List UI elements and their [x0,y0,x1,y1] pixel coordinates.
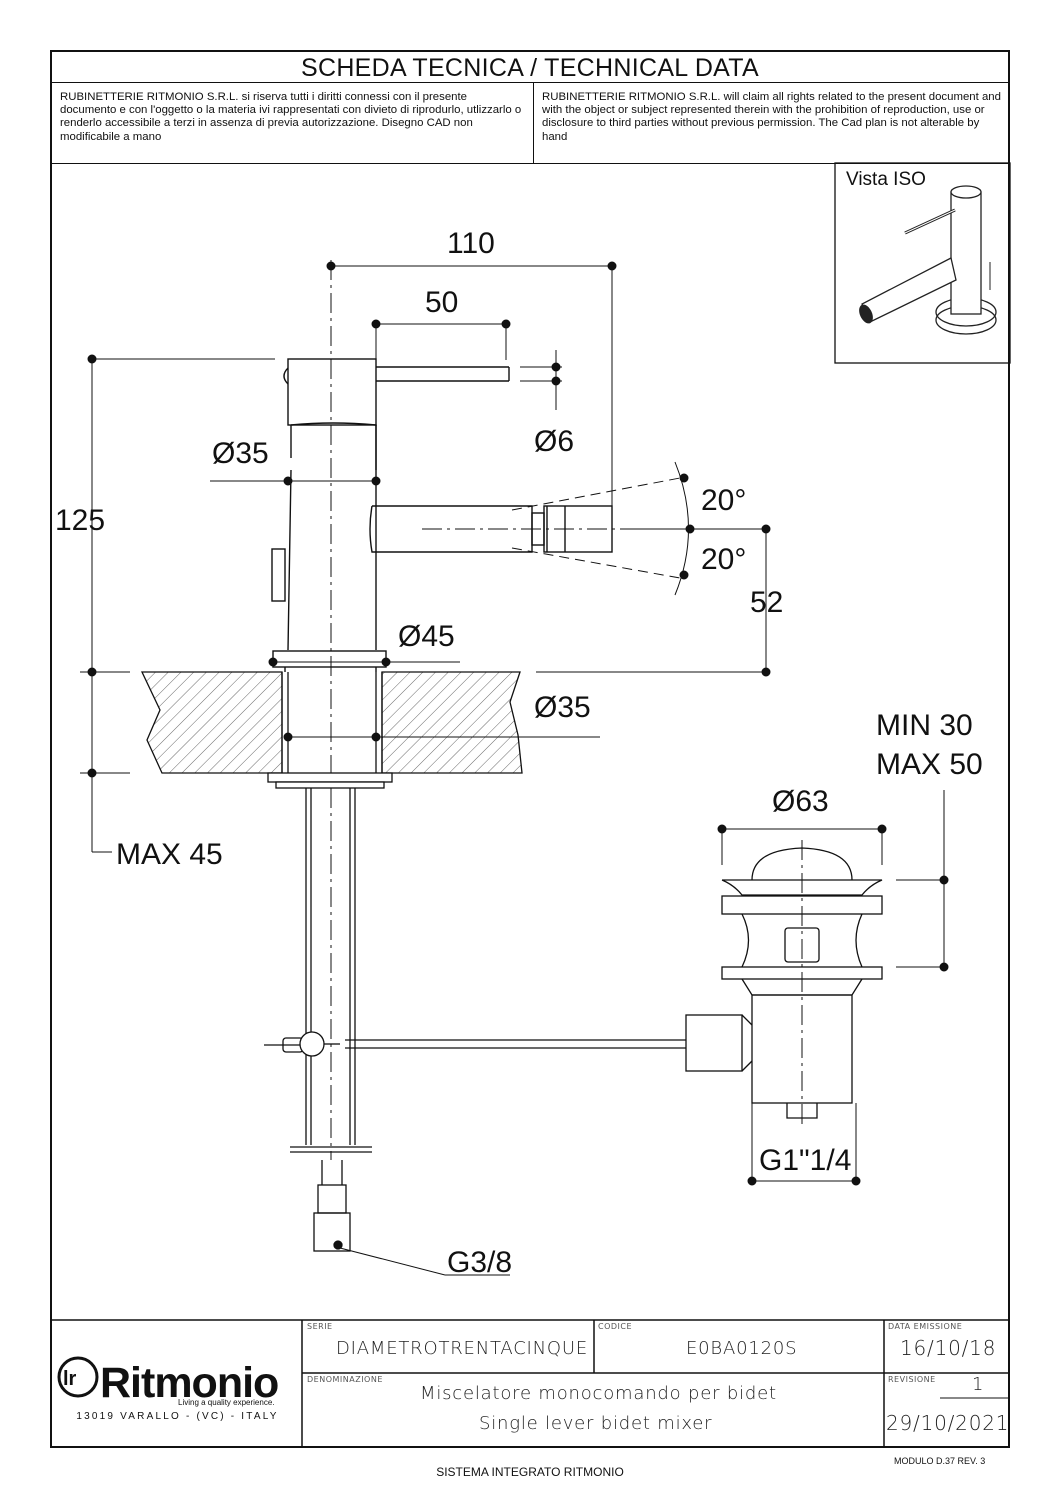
dim-angle-bottom: 20° [701,543,746,576]
revisione-value: 1 [972,1374,985,1395]
serie-value: DIAMETROTRENTACINQUE [336,1338,589,1359]
revisione-date: 29/10/2021 [886,1411,1010,1435]
iso-view-label: Vista ISO [846,169,926,190]
supply-pipes [290,788,510,1276]
dim-6: Ø6 [534,425,574,458]
denominazione-it: Miscelatore monocomando per bidet [420,1383,777,1404]
data-emissione-label: DATA EMISSIONE [888,1322,963,1331]
codice-label: CODICE [598,1322,633,1331]
codice-value: E0BA0120S [686,1338,798,1359]
dim-52: 52 [750,586,783,619]
notice-italian: RUBINETTERIE RITMONIO S.R.L. si riserva … [52,82,534,164]
dim-max50: MAX 50 [876,748,983,781]
faucet-elevation [271,260,690,1160]
dimension-lines [80,261,949,1186]
dim-50: 50 [425,286,458,319]
dim-g114: G1"1/4 [759,1144,851,1177]
revisione-label: REVISIONE [888,1375,936,1384]
serie-label: SERIE [307,1322,333,1331]
dim-125: 125 [55,504,105,537]
dim-110: 110 [447,227,495,260]
dim-63: Ø63 [772,785,829,818]
dim-35-bottom: Ø35 [534,691,591,724]
dim-45: Ø45 [398,620,455,653]
sheet-title: SCHEDA TECNICA / TECHNICAL DATA [52,52,1008,83]
logo-tagline: Living a quality experience. [178,1398,275,1407]
ritmonio-logo-mark: lr [57,1356,99,1398]
notice-english: RUBINETTERIE RITMONIO S.R.L. will claim … [534,82,1010,164]
denominazione-label: DENOMINAZIONE [307,1375,383,1384]
popup-rod [264,1031,686,1057]
dim-min30: MIN 30 [876,709,973,742]
company-address: 13019 VARALLO - (VC) - ITALY [76,1411,279,1422]
modulo-code: MODULO D.37 REV. 3 [894,1456,986,1466]
dimension-labels: 110 50 Ø6 Ø35 125 20° 20° 52 Ø45 Ø35 MAX… [55,227,983,1279]
logo-mark-letters: lr [63,1368,77,1390]
iso-view: Vista ISO [834,162,1011,364]
footer-system: SISTEMA INTEGRATO RITMONIO [436,1465,624,1479]
dim-max45: MAX 45 [116,838,223,871]
dim-g38: G3/8 [447,1246,512,1279]
data-emissione-value: 16/10/18 [900,1336,997,1360]
dim-angle-top: 20° [701,484,746,517]
dim-35-top: Ø35 [212,437,269,470]
drawing-sheet: SCHEDA TECNICA / TECHNICAL DATA RUBINETT… [50,50,1010,1448]
title-block-grid [51,1319,1008,1448]
countertop-section [140,671,523,789]
logo-wordmark: Ritmonio [100,1359,279,1407]
denominazione-en: Single lever bidet mixer [479,1413,713,1434]
waste-valve [685,840,883,1125]
